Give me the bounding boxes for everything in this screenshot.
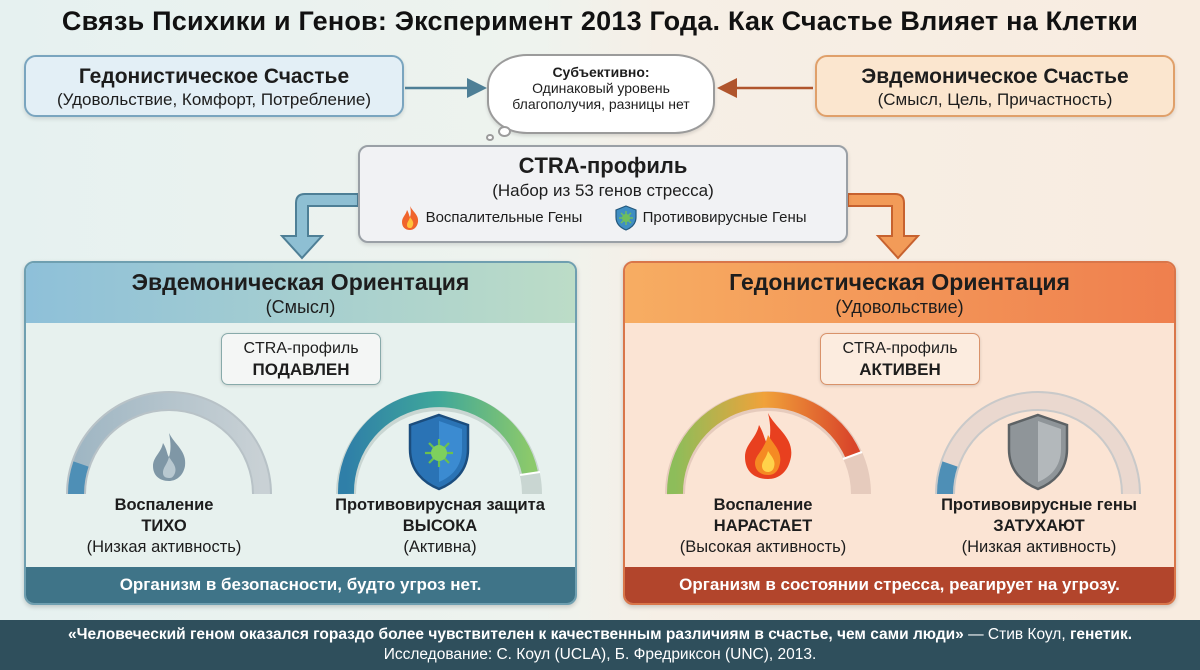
source-line: Исследование: С. Коул (UCLA), Б. Фредрик… <box>383 646 817 663</box>
ctra-title: CTRA-профиль <box>518 153 688 178</box>
cloud-line1: Одинаковый уровень <box>532 80 670 96</box>
badge-status: АКТИВЕН <box>859 360 941 379</box>
badge-label: CTRA-профиль <box>243 340 359 357</box>
badge-status: ПОДАВЛЕН <box>252 360 350 379</box>
legend-inflammatory: Воспалительные Гены <box>425 208 583 226</box>
inflammation-readout: Воспаление НАРАСТАЕТ (Высокая активность… <box>633 495 893 558</box>
gauge-label: Противовирусная защита <box>335 496 545 514</box>
ctra-subtitle: (Набор из 53 генов стресса) <box>492 181 714 200</box>
quote-role: генетик. <box>1069 626 1133 643</box>
gauge-label: Противовирусные гены <box>941 496 1137 514</box>
eudaimonic-title: Эвдемоническое Счастье <box>861 65 1129 88</box>
gauge-value: ВЫСОКА <box>402 517 478 535</box>
eudaimonic-subtitle: (Смысл, Цель, Причастность) <box>877 90 1113 109</box>
ctra-profile-box: CTRA-профиль (Набор из 53 генов стресса)… <box>358 145 848 243</box>
gauge-label: Воспаление <box>713 496 813 514</box>
virus-shield-icon <box>615 205 638 231</box>
cloud-tail-dot <box>486 134 494 141</box>
antiviral-readout: Противовирусные гены ЗАТУХАЮТ (Низкая ак… <box>909 495 1169 558</box>
inflammation-readout: Воспаление ТИХО (Низкая активность) <box>34 495 294 558</box>
badge-label: CTRA-профиль <box>842 340 958 357</box>
panel-footer: Организм в безопасности, будто угроз нет… <box>26 567 575 603</box>
ctra-status-badge: CTRA-профиль ПОДАВЛЕН <box>221 333 381 385</box>
panel-header: Гедонистическая Ориентация (Удовольствие… <box>625 263 1174 323</box>
flame-icon <box>745 413 792 479</box>
quote-text: «Человеческий геном оказался гораздо бол… <box>67 626 964 643</box>
ctra-status-badge: CTRA-профиль АКТИВЕН <box>820 333 980 385</box>
hedonic-title: Гедонистическое Счастье <box>78 65 350 88</box>
cloud-tail-dot <box>498 126 511 137</box>
inflammation-gauge <box>66 391 272 495</box>
panel-title: Эвдемоническая Ориентация <box>131 269 470 295</box>
gauge-value: ТИХО <box>141 517 187 535</box>
flame-icon <box>402 206 419 230</box>
panel-subtitle: (Смысл) <box>265 297 336 317</box>
gauge-note: (Низкая активность) <box>86 538 242 556</box>
antiviral-readout: Противовирусная защита ВЫСОКА (Активна) <box>310 495 570 558</box>
antiviral-gauge <box>935 391 1141 495</box>
gauge-value: НАРАСТАЕТ <box>713 517 813 535</box>
inflammation-gauge <box>665 391 871 495</box>
panel-header: Эвдемоническая Ориентация (Смысл) <box>26 263 575 323</box>
virus-shield-icon <box>408 413 470 491</box>
gauge-note: (Низкая активность) <box>961 538 1117 556</box>
gauge-note: (Высокая активность) <box>679 538 847 556</box>
antiviral-gauge <box>336 391 542 495</box>
eudaimonic-happiness-box: Эвдемоническое Счастье (Смысл, Цель, При… <box>815 55 1175 117</box>
hedonic-orientation-panel: Гедонистическая Ориентация (Удовольствие… <box>623 261 1176 605</box>
panel-footer: Организм в состоянии стресса, реагирует … <box>625 567 1174 603</box>
gauge-label: Воспаление <box>114 496 214 514</box>
quote-line: «Человеческий геном оказался гораздо бол… <box>0 625 1200 645</box>
panel-title: Гедонистическая Ориентация <box>729 269 1070 295</box>
shield-icon <box>1007 413 1069 491</box>
panel-subtitle: (Удовольствие) <box>835 297 964 317</box>
hedonic-subtitle: (Удовольствие, Комфорт, Потребление) <box>57 90 371 109</box>
eudaimonic-orientation-panel: Эвдемоническая Ориентация (Смысл) CTRA-п… <box>24 261 577 605</box>
cloud-title: Субъективно: <box>552 64 650 80</box>
left-bent-arrow <box>279 193 359 260</box>
legend-antiviral: Противовирусные Гены <box>642 208 807 226</box>
page-title: Связь Психики и Генов: Эксперимент 2013 … <box>61 6 1139 36</box>
flame-icon <box>153 433 186 481</box>
right-bent-arrow <box>847 193 921 260</box>
gauge-value: ЗАТУХАЮТ <box>993 517 1085 535</box>
gauge-note: (Активна) <box>403 538 477 556</box>
quote-author: — Стив Коул, <box>963 626 1070 643</box>
hedonic-happiness-box: Гедонистическое Счастье (Удовольствие, К… <box>24 55 404 117</box>
ctra-legend: Воспалительные Гены Противовирусные Гены <box>360 205 846 231</box>
quote-footer: «Человеческий геном оказался гораздо бол… <box>0 620 1200 670</box>
subjective-cloud: Субъективно: Одинаковый уровень благопол… <box>487 54 715 134</box>
cloud-line2: благополучия, разницы нет <box>512 96 690 112</box>
